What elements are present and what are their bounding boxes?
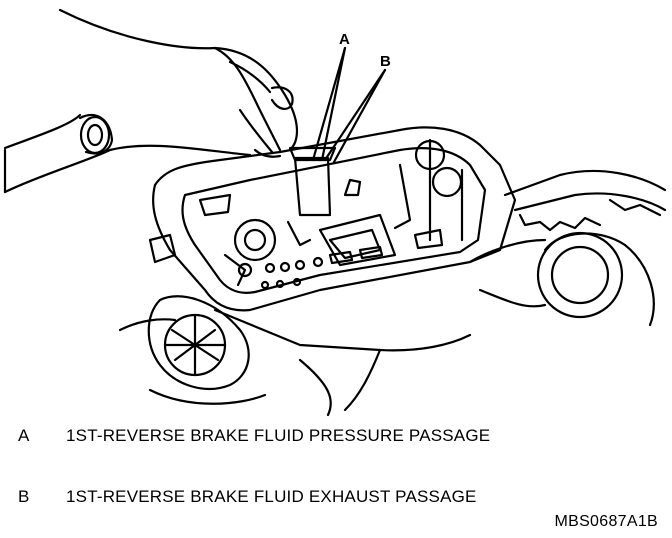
callout-lines bbox=[311, 46, 387, 164]
transmission-illustration: A B bbox=[3, 8, 667, 417]
legend-item-a: A 1ST-REVERSE BRAKE FLUID PRESSURE PASSA… bbox=[18, 425, 546, 446]
legend-key-b: B bbox=[18, 487, 30, 506]
transmission-case bbox=[118, 295, 472, 417]
callout-label-a: A bbox=[339, 31, 350, 48]
callout-label-b: B bbox=[380, 53, 391, 70]
figure-code: MBS0687A1B bbox=[554, 513, 658, 530]
legend-text-b: 1ST-REVERSE BRAKE FLUID EXHAUST PASSAGE bbox=[66, 487, 477, 506]
nozzle-tip bbox=[288, 146, 337, 217]
valve-body bbox=[148, 126, 517, 312]
right-gear-housing bbox=[468, 169, 667, 327]
legend-item-b: B 1ST-REVERSE BRAKE FLUID EXHAUST PASSAG… bbox=[18, 486, 546, 507]
legend-text-a: 1ST-REVERSE BRAKE FLUID PRESSURE PASSAGE bbox=[66, 426, 491, 445]
hand-with-air-gun bbox=[3, 8, 298, 194]
legend-key-a: A bbox=[18, 426, 30, 445]
